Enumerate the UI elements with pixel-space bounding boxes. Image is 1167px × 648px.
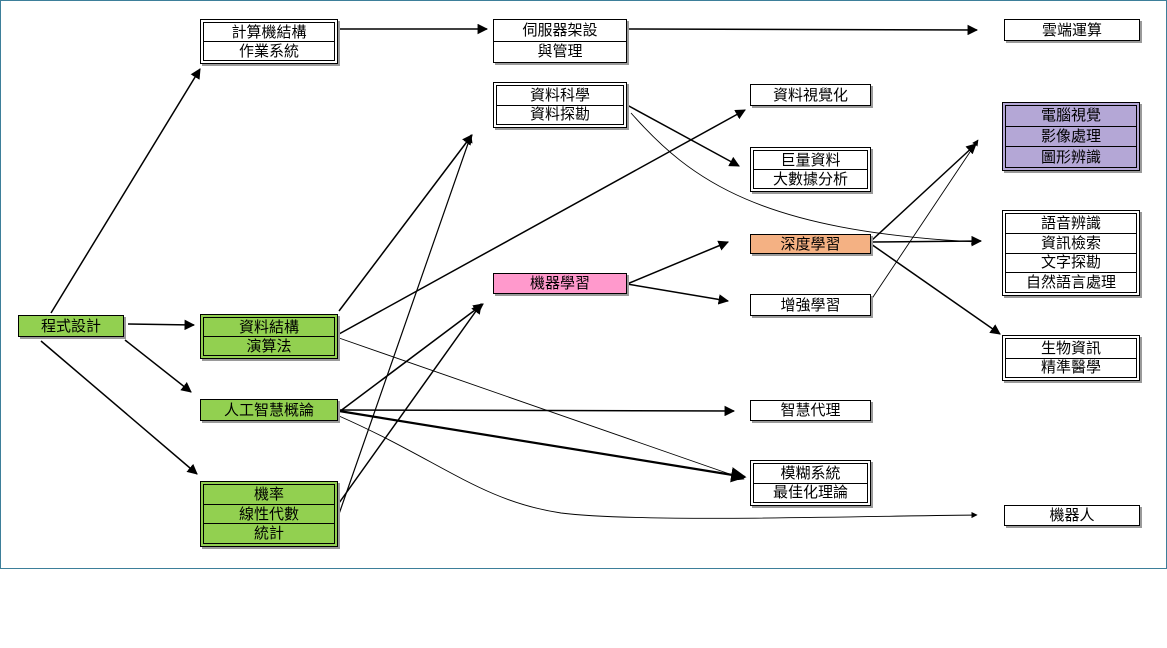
- node-line: 深度學習: [780, 234, 841, 253]
- node-line: 人工智慧概論: [223, 400, 314, 419]
- node-data-science: 資料科學資料探勘: [493, 82, 627, 128]
- node-fuzzy-systems: 模糊系統最佳化理論: [750, 460, 871, 506]
- node-big-data: 巨量資料大數據分析: [750, 147, 871, 192]
- edge-ai-to-agent: [338, 405, 736, 417]
- node-line: 巨量資料: [753, 150, 868, 169]
- edge-ai-to-fuzzy: [338, 409, 747, 483]
- edge-math-to-ml: [338, 303, 482, 504]
- edge-dsci-to-bigdata: [626, 104, 740, 167]
- edge-dl-to-cv: [870, 143, 977, 242]
- edge-layer: [40, 23, 1001, 519]
- node-line: 計算機結構: [203, 22, 335, 41]
- node-robotics: 機器人: [1004, 505, 1140, 526]
- node-computer-architecture: 計算機結構作業系統: [200, 19, 338, 64]
- node-line: 機器學習: [529, 274, 590, 292]
- node-line: 資料科學: [496, 85, 624, 105]
- node-line: 作業系統: [203, 41, 335, 61]
- node-line: 大數據分析: [753, 169, 868, 189]
- node-line: 影像處理: [1005, 125, 1137, 147]
- node-ai-intro: 人工智慧概論: [200, 399, 338, 421]
- edge-rl-to-cv: [870, 139, 979, 301]
- node-line: 資料結構: [203, 317, 335, 336]
- node-line: 雲端運算: [1041, 20, 1102, 39]
- node-cloud-computing: 雲端運算: [1004, 19, 1140, 41]
- edge-prog-to-ai: [124, 339, 192, 393]
- edge-ml-to-dl: [626, 240, 729, 285]
- node-math-foundations: 機率線性代數統計: [200, 481, 338, 547]
- node-deep-learning: 深度學習: [750, 234, 871, 254]
- node-line: 程式設計: [40, 316, 101, 335]
- node-reinforcement-learning: 增強學習: [750, 294, 871, 316]
- node-line: 電腦視覺: [1005, 105, 1137, 126]
- edge-dsci-to-nlp: [630, 112, 978, 245]
- edge-ai-to-robot: [338, 415, 978, 519]
- edge-ml-to-rl: [626, 283, 730, 305]
- edge-dl-to-bio: [870, 243, 1001, 335]
- node-line: 圖形辨識: [1005, 146, 1137, 169]
- node-line: 資料視覺化: [772, 85, 848, 104]
- diagram-canvas: 程式設計 計算機結構作業系統 資料結構演算法 人工智慧概論 機率線性代數統計 伺…: [0, 0, 1167, 569]
- edge-dl-to-nlp: [870, 235, 983, 247]
- edge-ds-to-viz: [338, 109, 746, 335]
- node-line: 最佳化理論: [753, 482, 868, 503]
- edge-ds-to-fuzzy: [338, 337, 745, 481]
- edge-server-to-cloud: [627, 24, 979, 36]
- node-line: 語音辨識: [1005, 213, 1137, 233]
- node-intelligent-agent: 智慧代理: [750, 400, 871, 421]
- node-line: 演算法: [203, 336, 335, 356]
- node-machine-learning: 機器學習: [493, 273, 627, 294]
- edge-prog-to-arch: [50, 68, 201, 314]
- node-line: 資訊檢索: [1005, 232, 1137, 253]
- node-computer-vision: 電腦視覺影像處理圖形辨識: [1002, 102, 1140, 171]
- node-line: 增強學習: [780, 295, 841, 314]
- node-line: 模糊系統: [753, 463, 868, 483]
- node-data-structures: 資料結構演算法: [200, 314, 338, 359]
- edge-ds-to-dsci: [338, 134, 473, 312]
- node-line: 資料探勘: [496, 104, 624, 125]
- node-server-admin: 伺服器架設與管理: [493, 19, 627, 63]
- node-line: 線性代數: [203, 503, 335, 524]
- node-line: 與管理: [494, 40, 626, 63]
- edge-ai-to-ml: [338, 303, 484, 413]
- node-line: 自然語言處理: [1005, 272, 1137, 293]
- edge-prog-to-ds: [127, 319, 196, 331]
- node-line: 智慧代理: [780, 401, 841, 419]
- edge-prog-to-math: [40, 340, 198, 475]
- node-line: 生物資訊: [1005, 338, 1137, 358]
- node-speech-nlp: 語音辨識資訊檢索文字探勘自然語言處理: [1002, 210, 1140, 296]
- node-line: 伺服器架設: [522, 20, 598, 39]
- edge-math-to-dsci: [338, 134, 473, 515]
- node-data-visualization: 資料視覺化: [750, 84, 871, 106]
- node-line: 文字探勘: [1005, 252, 1137, 273]
- node-line: 精準醫學: [1005, 357, 1137, 378]
- node-line: 機器人: [1049, 506, 1095, 524]
- node-bioinformatics: 生物資訊精準醫學: [1002, 335, 1140, 381]
- node-line: 統計: [203, 523, 335, 545]
- node-line: 機率: [203, 484, 335, 504]
- node-programming-design: 程式設計: [18, 315, 124, 337]
